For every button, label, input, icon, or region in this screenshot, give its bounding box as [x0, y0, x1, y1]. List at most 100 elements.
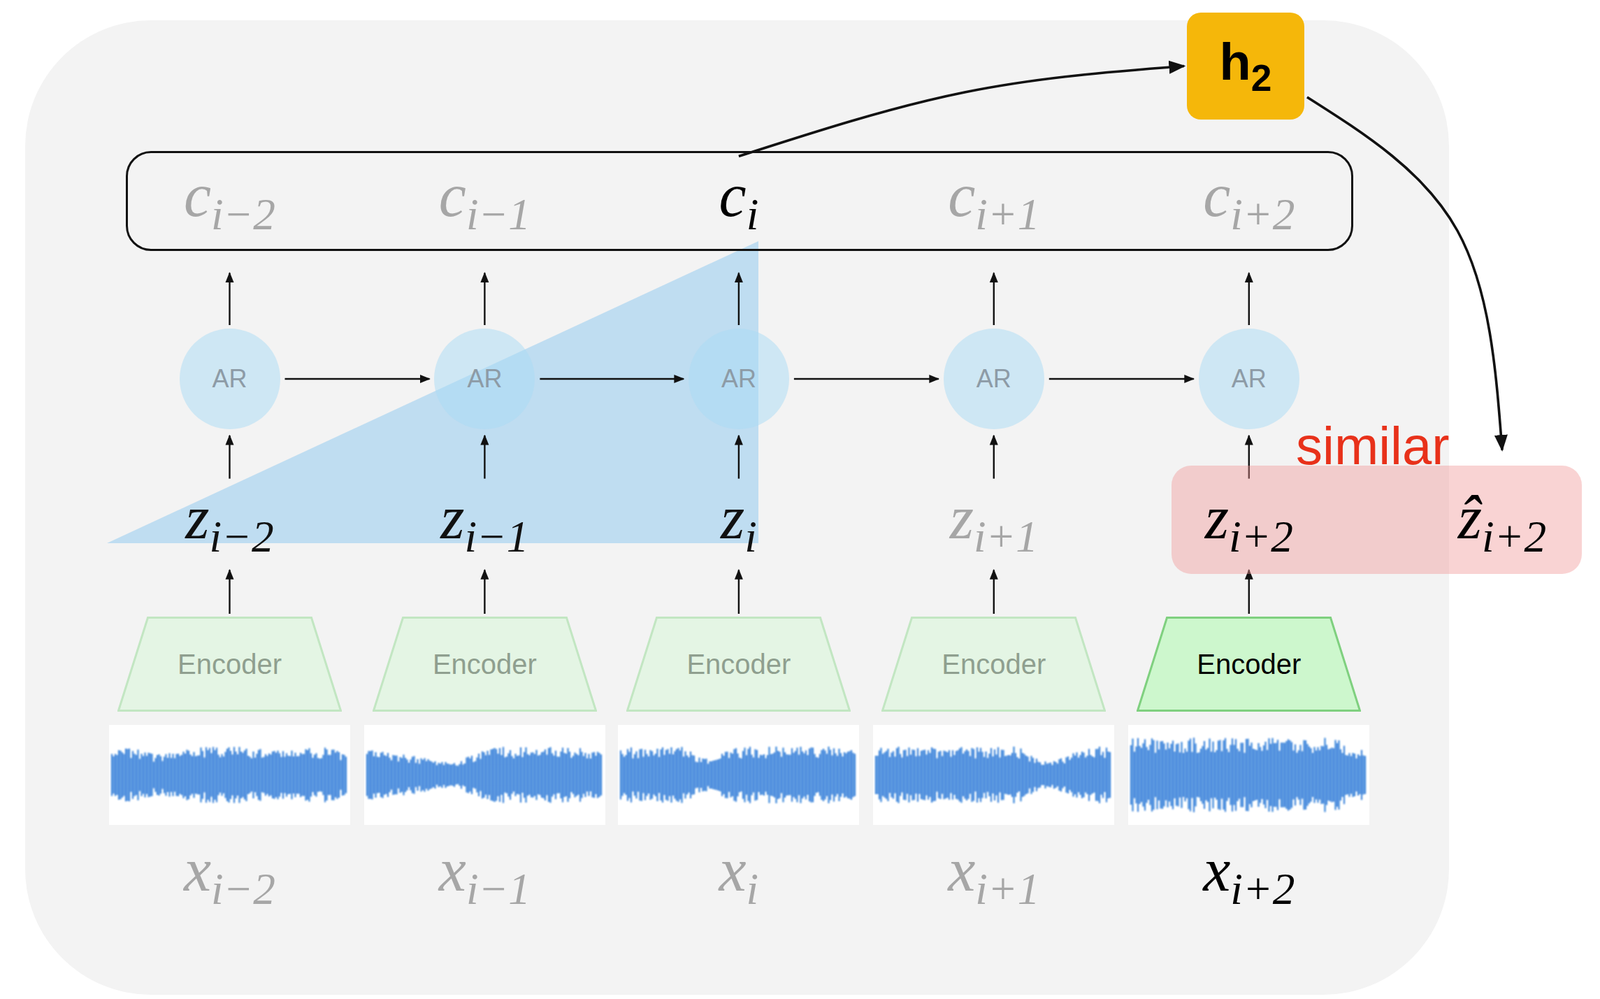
waveform-trace	[1130, 737, 1366, 812]
latent-vector: zi+2	[1196, 481, 1302, 565]
audio-segment: xi−1	[364, 724, 606, 928]
symbol: ẑ	[1458, 483, 1482, 552]
encoder-label: Encoder	[432, 648, 537, 681]
waveform-ground	[617, 724, 860, 825]
encoder-label: Encoder	[177, 648, 282, 681]
ar-label: AR	[721, 364, 757, 394]
encoder-trapezoid	[882, 617, 1106, 711]
encoder-trapezoid	[1137, 617, 1361, 711]
ar-node: AR	[942, 327, 1045, 430]
waveform	[873, 724, 1115, 825]
math-label: ci+1	[947, 162, 1040, 240]
waveform-ground	[1128, 724, 1370, 825]
ar-circle	[434, 328, 535, 430]
encoder-block: Encoder	[881, 616, 1106, 712]
similarity-label: similar	[1295, 416, 1450, 476]
symbol: z	[949, 483, 974, 552]
ar-node: AR	[687, 327, 790, 430]
encoder-label: Encoder	[941, 648, 1046, 681]
math-label: xi−2	[109, 836, 351, 915]
encoder-label: Encoder	[686, 648, 791, 681]
flow-arrow	[993, 569, 995, 614]
math-label: ci−2	[183, 162, 276, 240]
ar-label: AR	[976, 364, 1012, 394]
subscript: i+2	[1228, 512, 1294, 562]
math-label: ẑi+2	[1458, 484, 1547, 562]
math-label: xi+2	[1128, 836, 1370, 915]
similarity-band: similarzi+2ẑi+2	[1171, 465, 1582, 574]
curved-arrow	[1307, 97, 1503, 451]
ar-circle	[179, 328, 281, 430]
head-label: h2	[1219, 33, 1273, 100]
subscript: i−2	[211, 864, 276, 914]
subscript: i−2	[211, 190, 276, 240]
symbol: h	[1219, 32, 1252, 91]
math-label: zi+2	[1205, 484, 1294, 562]
symbol: c	[1202, 161, 1231, 230]
waveform	[364, 724, 606, 825]
latent-vector: zi+1	[941, 481, 1047, 565]
latent-vector: zi−2	[176, 481, 282, 565]
audio-segment: xi−2	[109, 724, 351, 928]
audio-segment: xi+2	[1128, 724, 1370, 928]
context-vector: ci−1	[430, 156, 539, 246]
context-vector: ci+1	[939, 156, 1048, 246]
audio-segment: xi+1	[873, 724, 1115, 928]
context-vector: ci	[710, 156, 768, 246]
symbol: c	[719, 161, 747, 230]
audio-segment: xi	[617, 724, 860, 928]
subscript: i+2	[1230, 190, 1295, 240]
flow-arrow	[993, 435, 995, 479]
predicted-latent: ẑi+2	[1449, 481, 1555, 565]
ar-circle	[1198, 328, 1300, 430]
encoder-block: Encoder	[117, 616, 342, 712]
encoder-trapezoid	[373, 617, 596, 711]
flow-arrow	[1248, 273, 1250, 326]
math-label: ci+2	[1202, 162, 1295, 240]
math-label: zi−2	[185, 484, 274, 562]
flow-arrow	[794, 378, 939, 380]
flow-arrow	[1049, 378, 1194, 380]
subscript: 2	[1251, 57, 1273, 99]
math-label: xi−1	[364, 836, 606, 915]
subscript: i−1	[466, 864, 531, 914]
waveform-trace	[366, 746, 602, 803]
encoder-trapezoid	[118, 617, 342, 711]
symbol: z	[720, 483, 745, 552]
waveform-trace	[111, 747, 347, 804]
encoder-label: Encoder	[1196, 648, 1301, 681]
waveform-trace	[875, 746, 1111, 804]
symbol: x	[719, 835, 747, 904]
flow-arrow	[539, 378, 684, 380]
encoder-block: Encoder	[1136, 616, 1361, 712]
flow-arrow	[1248, 569, 1250, 614]
flow-arrow	[285, 378, 430, 380]
latent-vector: zi−1	[431, 481, 537, 565]
symbol: z	[1205, 483, 1229, 552]
symbol: c	[438, 161, 467, 230]
flow-arrow	[228, 435, 230, 479]
context-frame: ci−2ci−1cici+1ci+2	[125, 150, 1354, 251]
context-vector: ci+2	[1194, 156, 1303, 246]
latent-vector: zi	[712, 481, 766, 565]
subscript: i	[746, 190, 760, 240]
symbol: x	[1202, 835, 1231, 904]
subscript: i+1	[975, 864, 1040, 914]
flow-arrow	[483, 273, 486, 326]
projection-head: h2	[1186, 12, 1305, 120]
waveform	[617, 724, 860, 825]
symbol: z	[185, 483, 209, 552]
waveform-trace	[620, 746, 855, 804]
encoder-block: Encoder	[626, 616, 851, 712]
subscript: i−1	[466, 190, 531, 240]
symbol: x	[947, 835, 976, 904]
math-label: ci−1	[438, 162, 531, 240]
curved-arrow	[738, 66, 1185, 157]
flow-arrow	[738, 435, 740, 479]
subscript: i−1	[464, 512, 530, 562]
flow-arrow	[228, 569, 230, 614]
symbol: x	[438, 835, 467, 904]
waveform	[1128, 724, 1370, 825]
ar-node: AR	[178, 327, 281, 430]
flow-arrow	[993, 273, 995, 326]
